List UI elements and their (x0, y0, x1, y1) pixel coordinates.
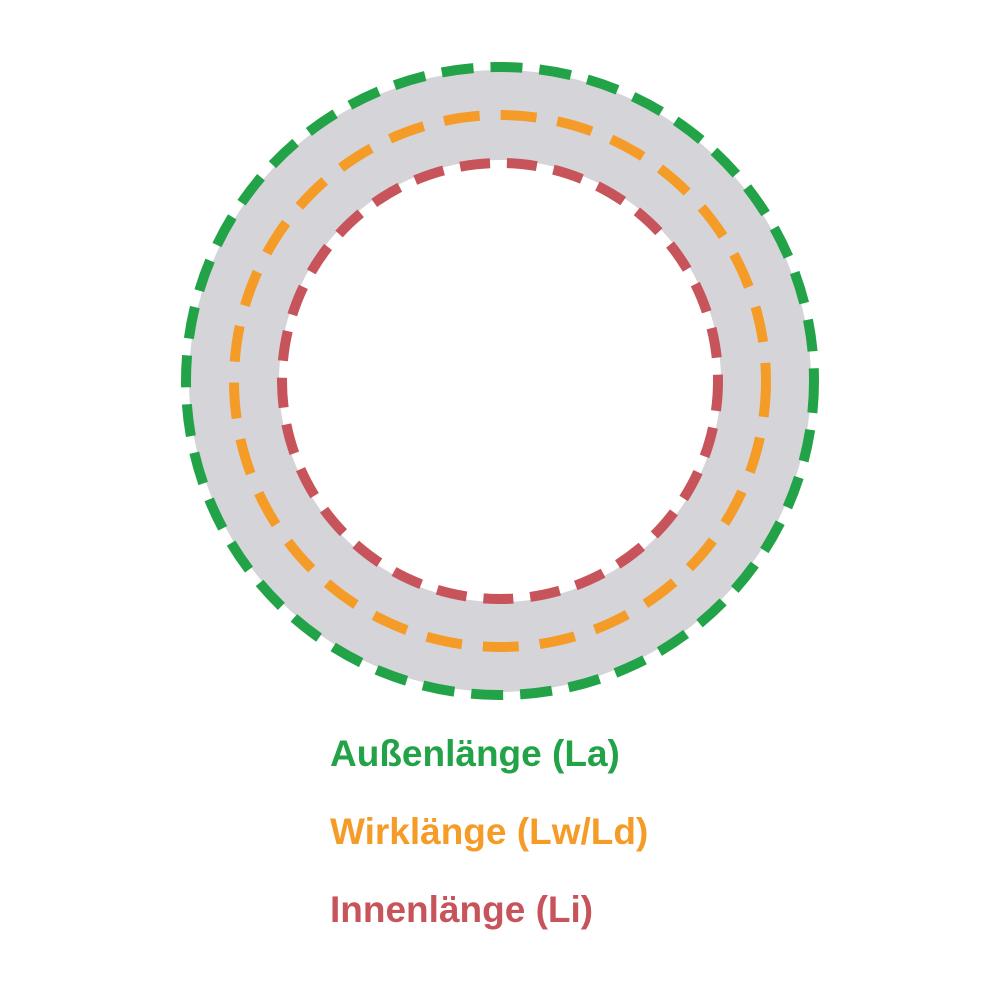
legend-item-inner-length: Innenlänge (Li) (330, 889, 594, 930)
belt-diagram (181, 62, 819, 700)
effective-length-circle (229, 110, 771, 652)
legend-item-outer-length: Außenlänge (La) (330, 733, 620, 774)
belt-diagram-svg (181, 62, 819, 700)
legend: Außenlänge (La) Wirklänge (Lw/Ld) Innenl… (330, 735, 648, 969)
outer-length-circle (181, 62, 819, 700)
legend-item-effective-length: Wirklänge (Lw/Ld) (330, 811, 649, 852)
inner-length-circle (277, 158, 723, 604)
